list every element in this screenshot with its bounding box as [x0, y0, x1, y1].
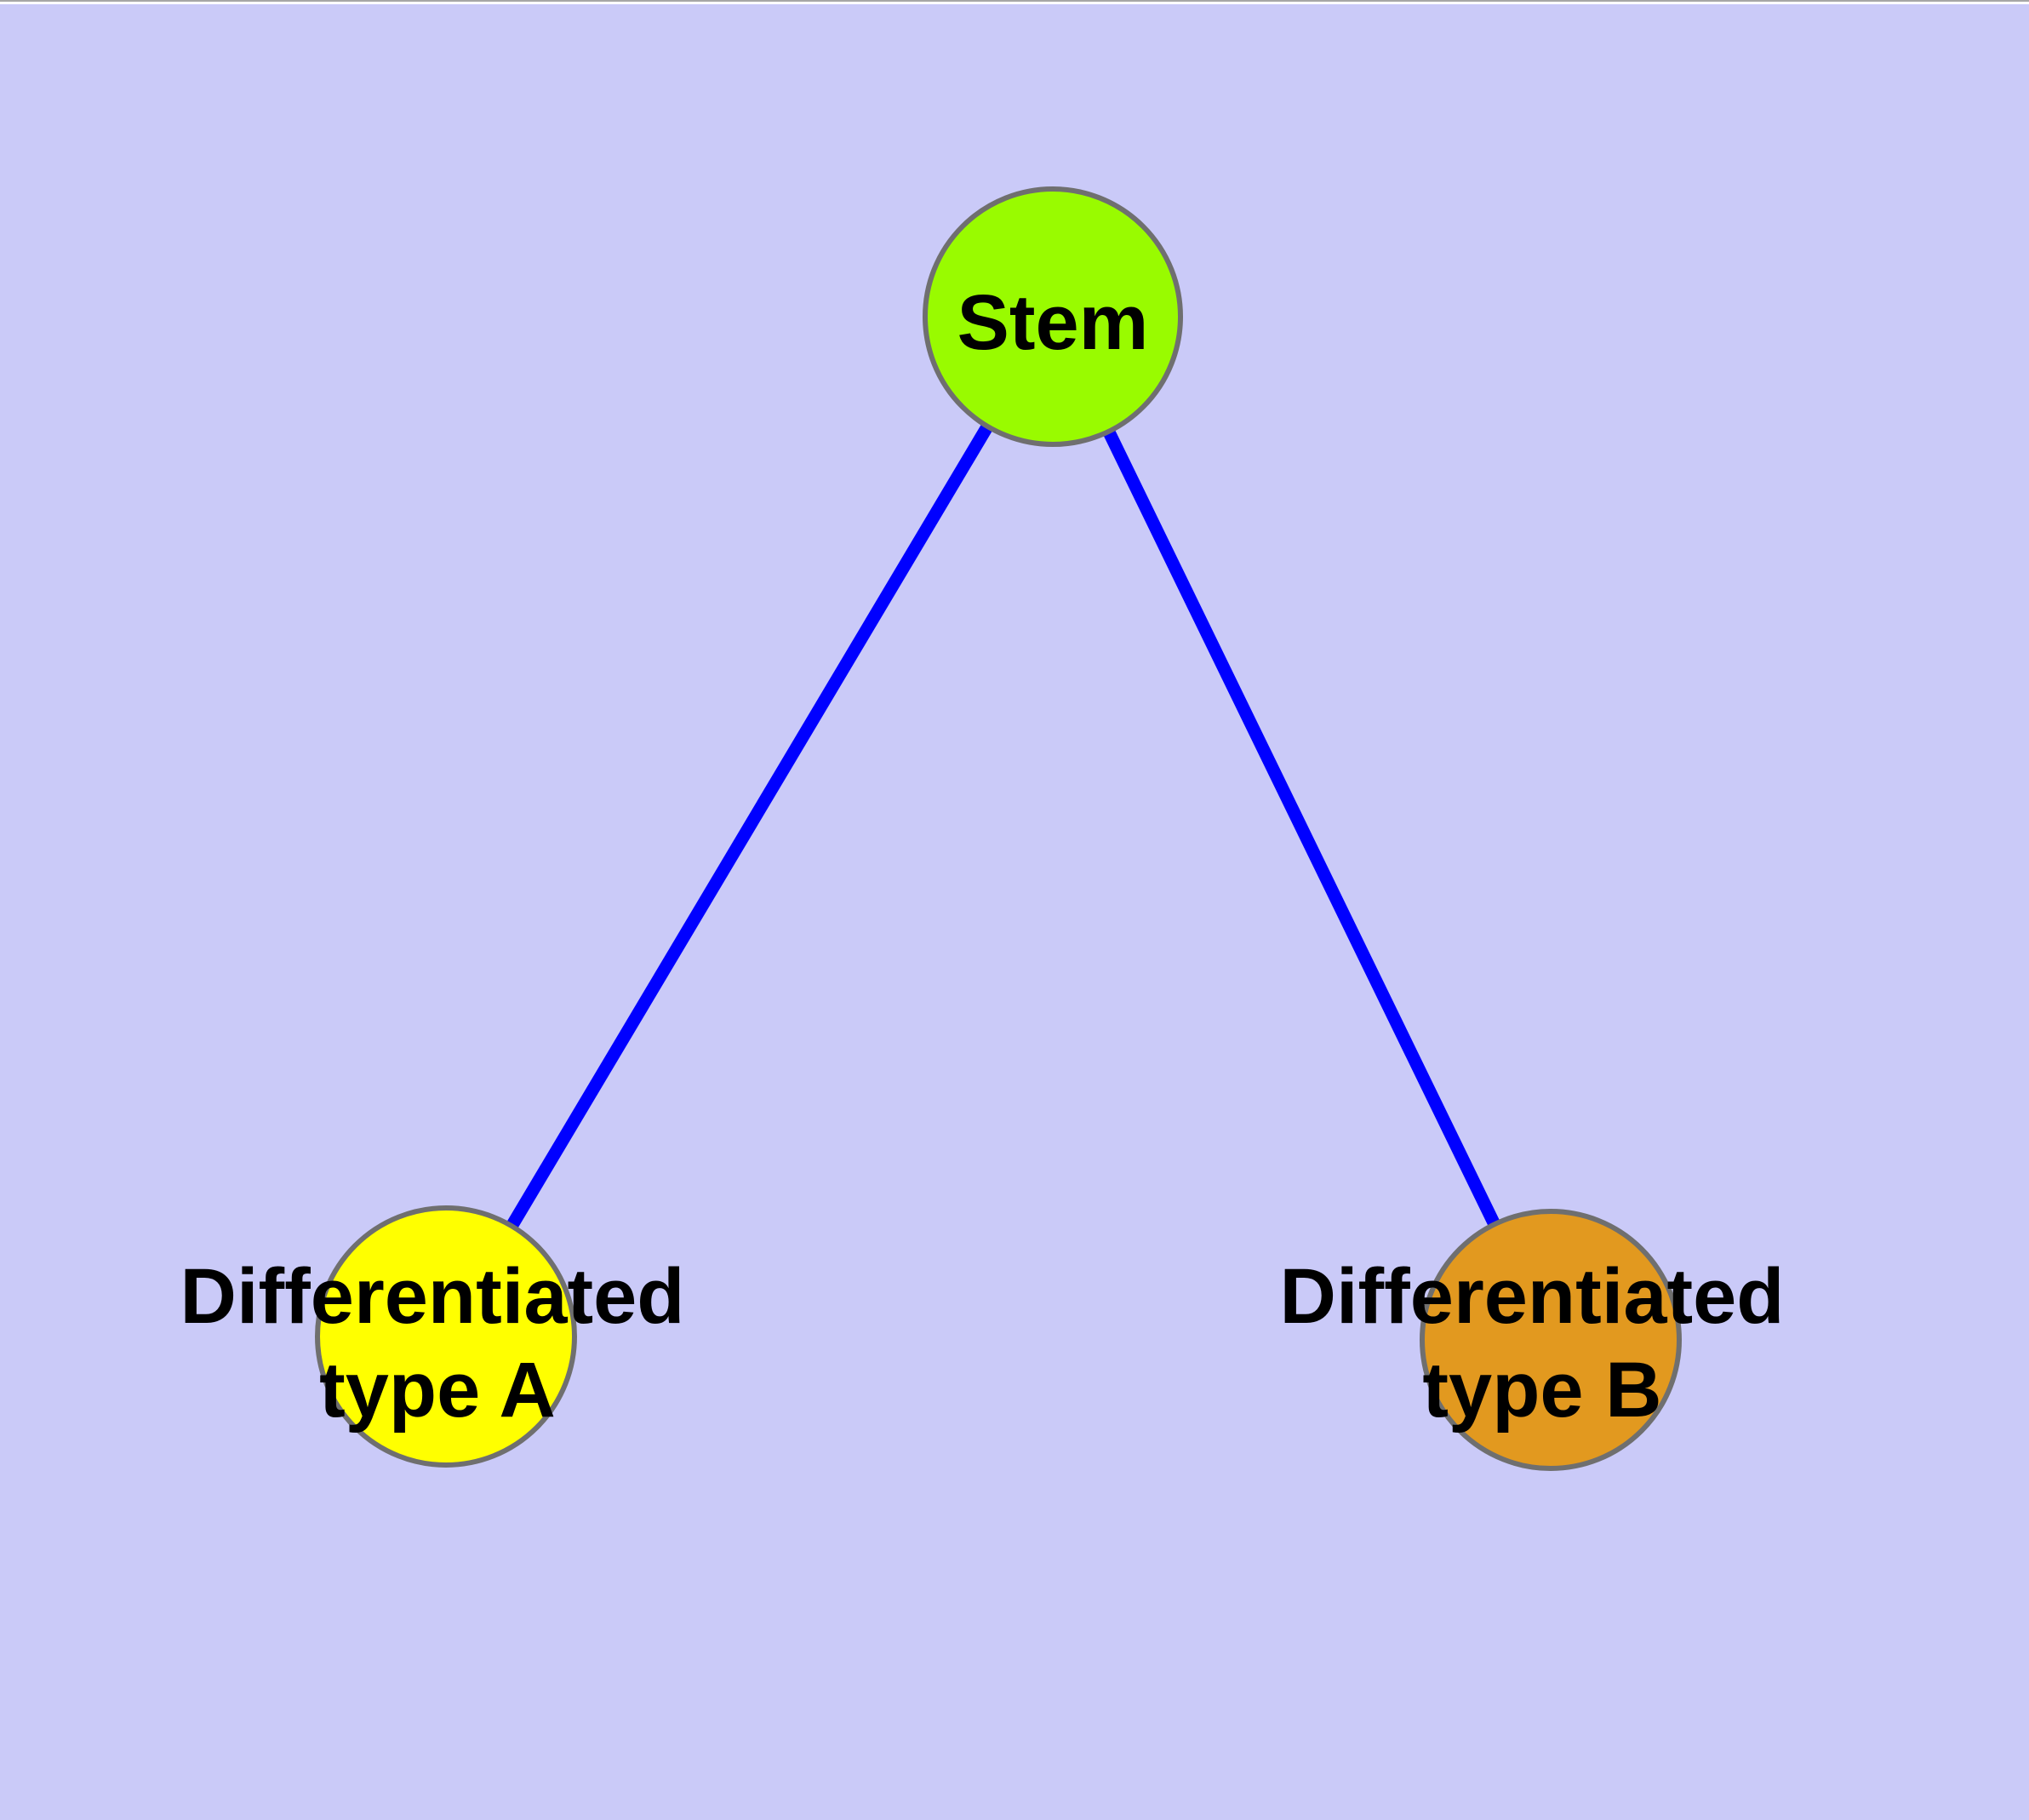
node-differentiated-type-b [1420, 1209, 1682, 1471]
top-white-strip [0, 2, 2029, 4]
node-stem-label: Stem [957, 279, 1149, 366]
node-type-b-label-line1: Differentiated [1280, 1253, 1785, 1340]
node-stem [923, 186, 1183, 447]
top-hairline [0, 0, 2029, 2]
edge-stem-to-type-b [1047, 313, 1557, 1343]
node-type-a-label-line2: type A [319, 1347, 556, 1434]
node-type-a-label-line1: Differentiated [180, 1253, 685, 1340]
node-differentiated-type-a [315, 1205, 577, 1468]
edge-stem-to-type-a [440, 313, 1059, 1340]
node-type-b-label-line2: type B [1422, 1347, 1661, 1434]
